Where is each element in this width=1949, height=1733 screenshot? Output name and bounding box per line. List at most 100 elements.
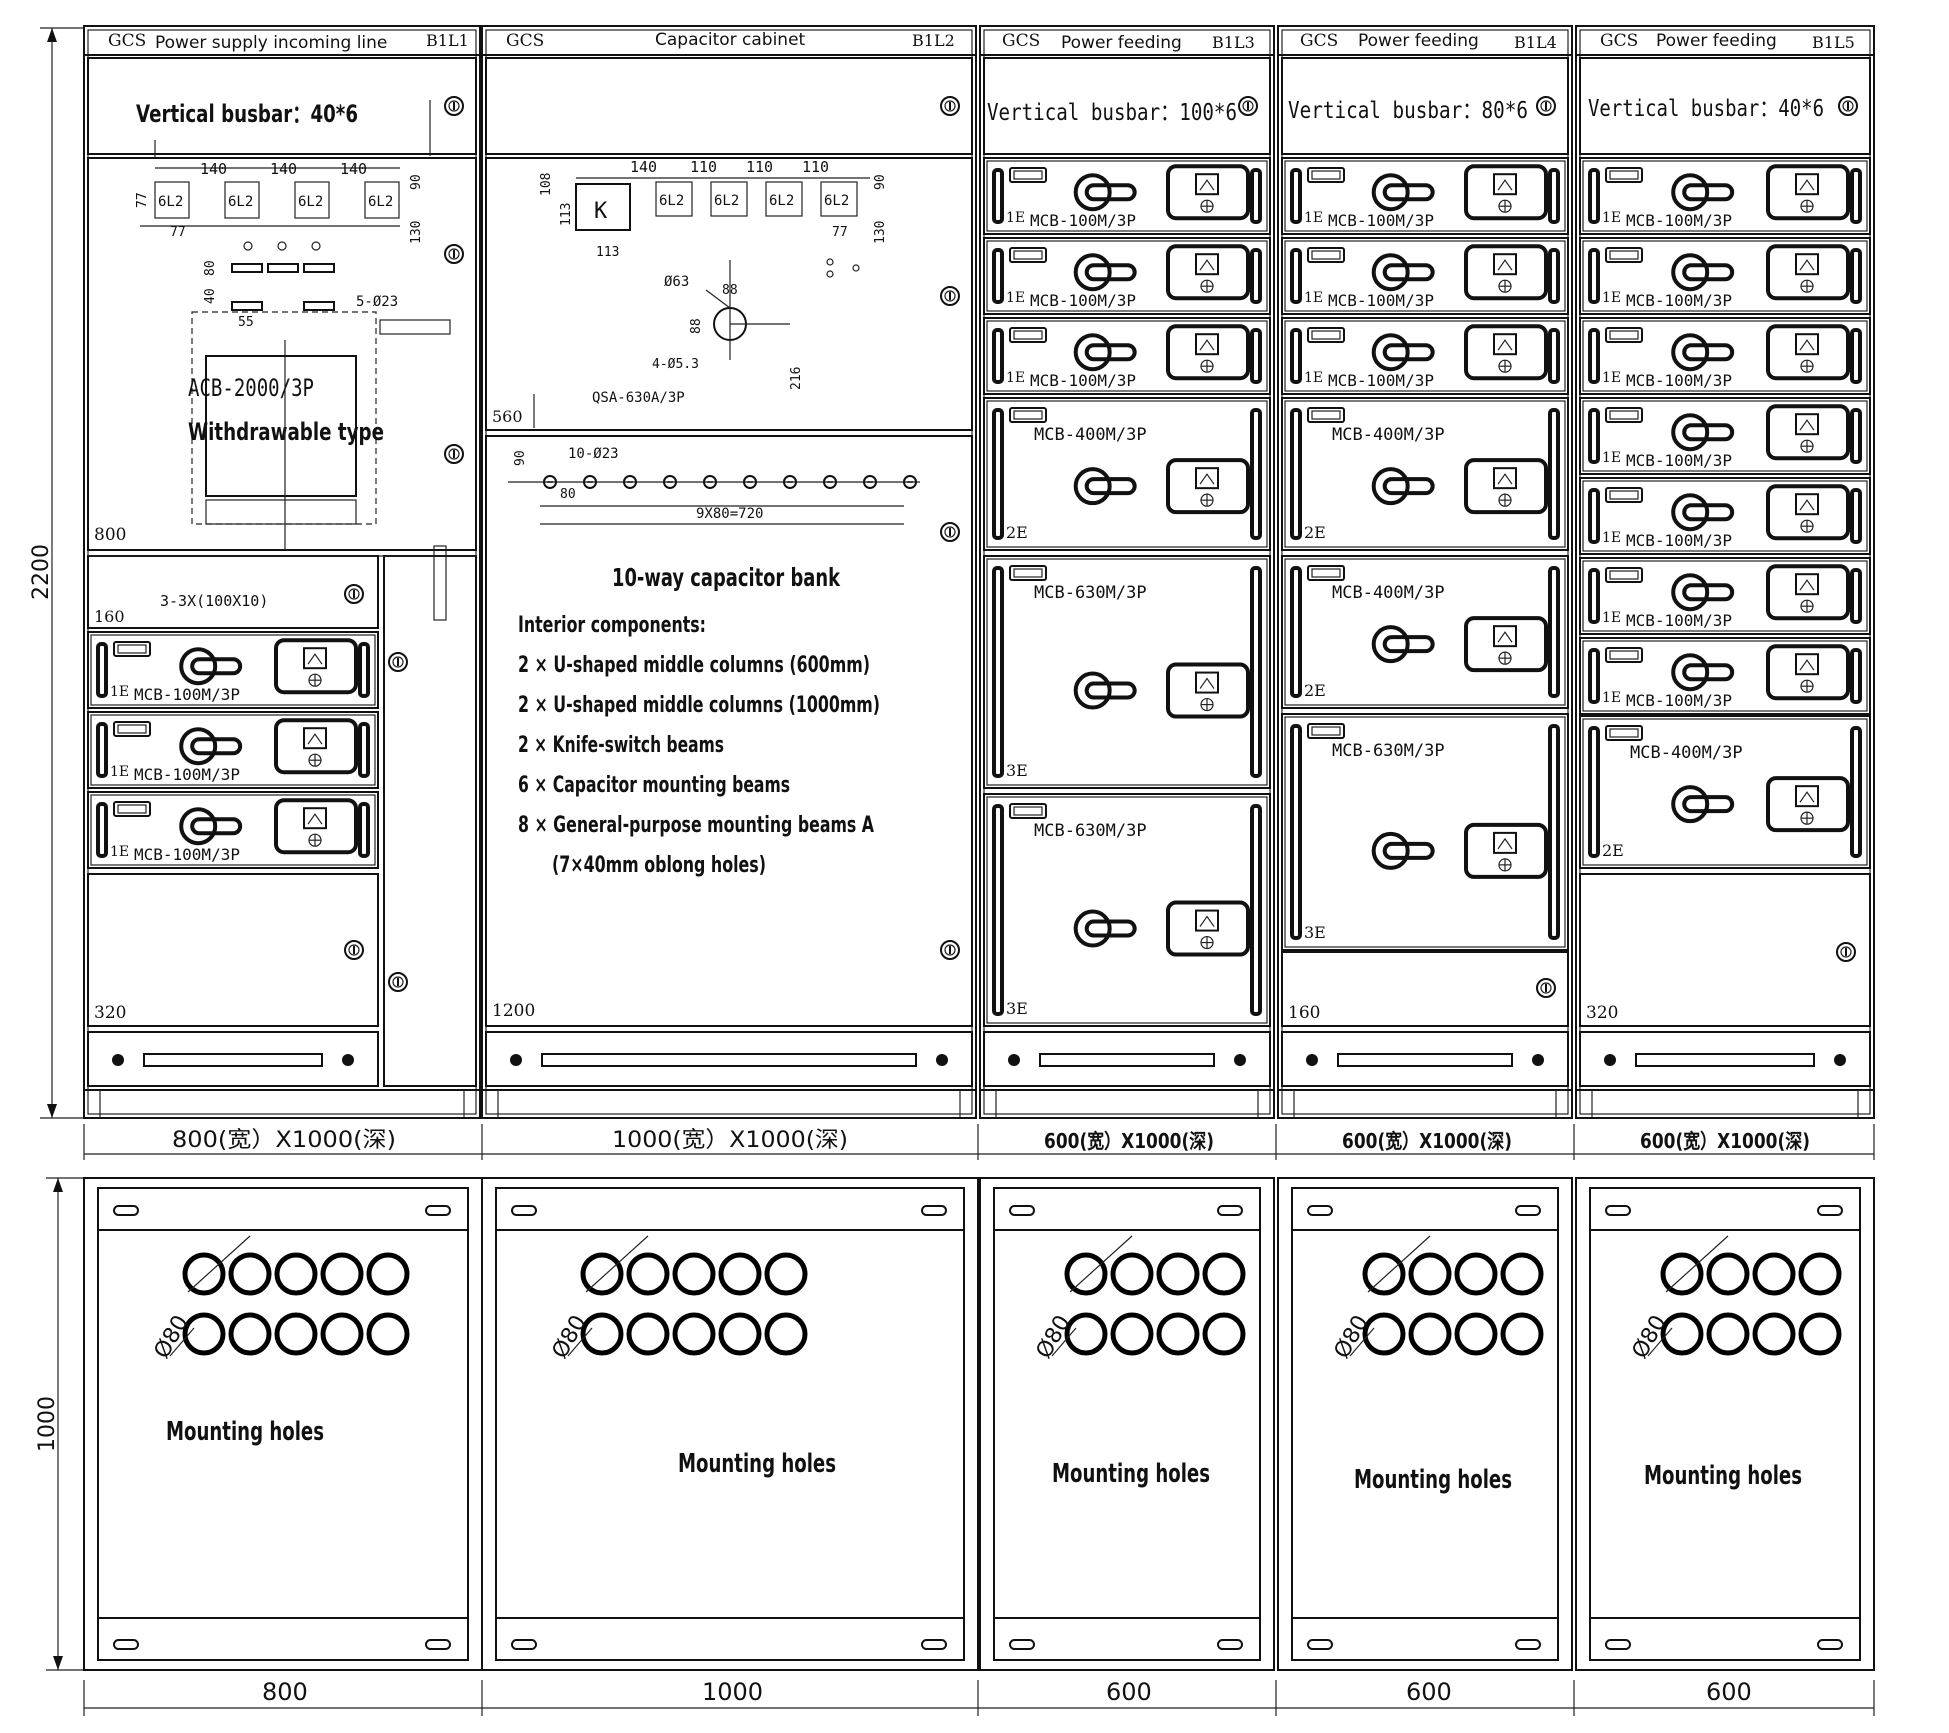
b1l1-bus-note: 3-3X(100X10) — [160, 592, 268, 610]
rotary-handle-icon — [179, 727, 243, 766]
cable-entry-hole — [580, 1252, 624, 1296]
cable-entry-hole — [366, 1252, 410, 1296]
rotary-handle-icon — [1073, 173, 1137, 212]
padlock-icon — [388, 652, 408, 672]
breaker-model-label: MCB-400M/3P — [1332, 583, 1445, 603]
cable-entry-hole — [274, 1312, 318, 1356]
b1l1-dim-90: 90 — [409, 174, 424, 190]
name-plate — [1605, 647, 1643, 663]
door-handle-icon — [1250, 566, 1262, 778]
rotary-handle-icon — [1073, 909, 1137, 948]
b1l1-dim-140a: 140 — [200, 160, 227, 178]
padlock-icon — [940, 940, 960, 960]
breaker-model-label: MCB-630M/3P — [1034, 821, 1147, 841]
padlock-icon — [940, 522, 960, 542]
name-plate — [1307, 723, 1345, 739]
cable-entry-hole — [626, 1252, 670, 1296]
cable-entry-hole — [320, 1312, 364, 1356]
module-label: 1E — [110, 684, 129, 700]
b1l4-busbar-label: Vertical busbar：80*6 — [1288, 98, 1528, 124]
capacitor-mount-hole — [623, 475, 637, 489]
name-plate — [113, 801, 151, 817]
rotary-handle-icon — [1371, 253, 1435, 292]
module-label: 3E — [1006, 761, 1028, 780]
rotary-handle-icon — [1671, 413, 1735, 452]
door-handle-icon — [1290, 328, 1302, 384]
component-line-6: (7×40mm oblong holes) — [552, 853, 766, 878]
breaker-model-label: MCB-100M/3P — [1626, 531, 1732, 550]
b1l5-busbar-label: Vertical busbar：40*6 — [1588, 96, 1824, 122]
door-handle-icon — [992, 566, 1004, 778]
door-handle-icon — [1250, 804, 1262, 1016]
name-plate — [1307, 407, 1345, 423]
ammeter-icon — [1464, 324, 1548, 381]
breaker-model-label: MCB-100M/3P — [1030, 291, 1136, 310]
breaker-model-label: MCB-100M/3P — [134, 765, 240, 784]
ammeter-icon — [1766, 776, 1850, 833]
b1l3-title: Power feeding — [1061, 33, 1182, 53]
breaker-model-label: MCB-400M/3P — [1034, 425, 1147, 445]
name-plate — [1605, 725, 1643, 741]
padlock-icon — [444, 96, 464, 116]
overall-depth-dimension: 1000 — [35, 1177, 84, 1671]
rotary-handle-icon — [179, 807, 243, 846]
b1l2-dim-90b: 90 — [513, 450, 528, 466]
b1l5-section-320: 320 — [1586, 1003, 1618, 1023]
cable-entry-hole — [1362, 1252, 1406, 1296]
rotary-handle-icon — [1073, 671, 1137, 710]
module-label: 2E — [1304, 523, 1326, 542]
b1l5-size-label: 600(宽）X1000(深) — [1640, 1129, 1810, 1153]
b1l2-plan-width: 1000 — [702, 1678, 763, 1706]
door-handle-icon — [358, 722, 370, 778]
door-handle-icon — [1850, 168, 1862, 224]
capacitor-mount-hole — [543, 475, 557, 489]
b1l1-incoming-detail: 140 140 140 6L2 6L2 6L2 6L2 77 77 90 130… — [88, 100, 476, 1023]
ammeter-icon — [1464, 244, 1548, 301]
b1l1-box-label-2: 6L2 — [228, 194, 253, 210]
breaker-model-label: MCB-100M/3P — [1626, 211, 1732, 230]
door-handle-icon — [1548, 168, 1560, 224]
door-handle-icon — [96, 802, 108, 858]
ammeter-icon — [1766, 324, 1850, 381]
oblong-slot — [1515, 1205, 1541, 1216]
b1l2-dim-90: 90 — [873, 174, 888, 190]
cable-entry-hole — [1362, 1312, 1406, 1356]
b1l1-dim-77b: 77 — [170, 225, 186, 240]
padlock-icon — [1238, 96, 1258, 116]
door-handle-icon — [96, 642, 108, 698]
name-plate — [1605, 247, 1643, 263]
cable-entry-hole — [228, 1252, 272, 1296]
b1l2-dim-216: 216 — [789, 367, 804, 390]
cable-entry-hole — [1064, 1252, 1108, 1296]
rotary-handle-icon — [1073, 467, 1137, 506]
padlock-icon — [444, 444, 464, 464]
capacitor-mount-hole — [823, 475, 837, 489]
cable-entry-hole — [1110, 1252, 1154, 1296]
cabinet-b1l2-frame — [481, 25, 977, 1119]
breaker-model-label: MCB-100M/3P — [1626, 611, 1732, 630]
module-label: 1E — [1602, 450, 1621, 466]
b1l1-plan-width: 800 — [262, 1678, 308, 1706]
padlock-icon — [344, 584, 364, 604]
ammeter-icon — [1166, 900, 1250, 957]
b1l1-dim-77a: 77 — [135, 192, 150, 208]
door-handle-icon — [1850, 568, 1862, 624]
door-handle-icon — [1250, 408, 1262, 540]
rotary-handle-icon — [1073, 253, 1137, 292]
rotary-handle-icon — [1671, 493, 1735, 532]
b1l1-dim-130: 130 — [409, 221, 424, 244]
module-label: 3E — [1304, 923, 1326, 942]
breaker-model-label: MCB-100M/3P — [1626, 291, 1732, 310]
door-handle-icon — [1850, 488, 1862, 544]
b1l3-plan-width: 600 — [1106, 1678, 1152, 1706]
b1l2-box-label-4: 6L2 — [824, 193, 849, 209]
oblong-slot — [1307, 1205, 1333, 1216]
